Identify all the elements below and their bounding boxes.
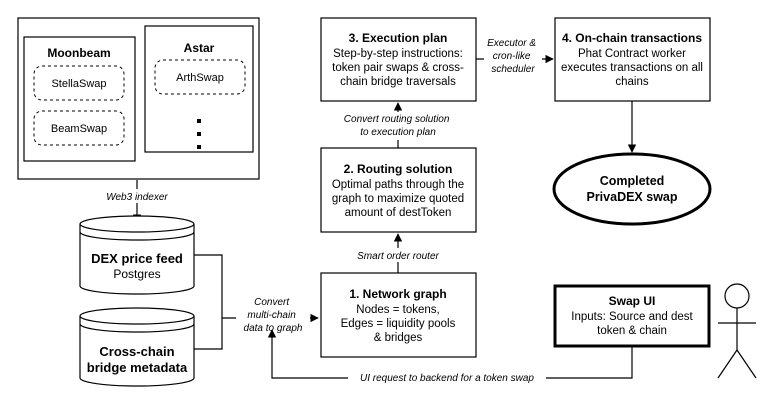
network-graph-line: & bridges: [374, 332, 423, 344]
swap-ui-box: [553, 284, 711, 348]
swap-ui-line: token & chain: [597, 325, 667, 337]
execution-plan-line: Step-by-step instructions:: [333, 48, 463, 60]
execution-plan-box: [320, 17, 477, 102]
ui-request-label: UI request to backend for a token swap: [360, 373, 534, 384]
stellaswap-dex: [33, 65, 125, 101]
network-graph-title: 1. Network graph: [349, 287, 446, 301]
astar-title: Astar: [184, 41, 215, 55]
beamswap-dex: [33, 110, 125, 146]
moonbeam-title: Moonbeam: [47, 46, 110, 60]
onchain-title: 4. On-chain transactions: [562, 31, 702, 45]
routing-solution-box: [320, 147, 477, 233]
price-feed-title: DEX price feed: [91, 251, 183, 266]
network-graph-line: Edges = liquidity pools: [341, 318, 456, 330]
onchain-line: executes transactions on all: [561, 62, 703, 74]
network-graph-line: Nodes = tokens,: [356, 304, 439, 316]
swap-ui-line: Inputs: Source and dest: [571, 311, 693, 323]
routing-solution-title: 2. Routing solution: [344, 162, 453, 176]
completed-line2: PrivaDEX swap: [586, 190, 677, 204]
onchain-line: chains: [615, 76, 648, 88]
arthswap-label: ArthSwap: [176, 72, 224, 84]
onchain-line: Phat Contract worker: [578, 48, 686, 60]
executor-label-bg: [484, 36, 542, 76]
smart-router-label-bg: [349, 248, 447, 262]
completed-line1: Completed: [600, 174, 665, 188]
indexer-label: Web3 indexer: [106, 192, 168, 203]
routing-solution-line: amount of destToken: [345, 207, 452, 219]
convert-plan-label-bg: [340, 112, 456, 140]
execution-plan-line: token pair swaps & cross-: [332, 62, 464, 74]
convert-graph-label: Convert multi-chain data to graph: [244, 297, 303, 334]
execution-plan-title: 3. Execution plan: [349, 31, 448, 45]
routing-solution-line: Optimal paths through the: [332, 179, 464, 191]
executor-label: Executor & cron-like scheduler: [487, 38, 539, 75]
price-feed-subtitle: Postgres: [113, 267, 160, 281]
beamswap-label: BeamSwap: [51, 123, 107, 135]
onchain-transactions-box: [554, 17, 711, 102]
execution-plan-line: chain bridge traversals: [340, 76, 456, 88]
bridge-metadata-line2: bridge metadata: [87, 360, 188, 375]
bridge-metadata-datastore: [79, 307, 195, 387]
arthswap-dex: [154, 59, 246, 95]
bridge-metadata-line1: Cross-chain: [99, 344, 174, 359]
routing-solution-line: graph to maximize quoted: [332, 193, 464, 205]
ui-request-label-bg: [348, 370, 546, 386]
stellaswap-label: StellaSwap: [51, 78, 106, 90]
convert-plan-label: Convert routing solution to execution pl…: [344, 114, 452, 138]
indexer-label-bg: [99, 189, 177, 203]
swap-ui-title: Swap UI: [609, 294, 656, 308]
more-dexes-ellipsis: [197, 119, 201, 149]
network-graph-box: [320, 272, 477, 358]
completed-swap-ellipse: [552, 152, 712, 226]
price-feed-datastore: [79, 215, 195, 295]
smart-router-label: Smart order router: [357, 251, 439, 262]
user-actor-icon: [717, 283, 757, 379]
